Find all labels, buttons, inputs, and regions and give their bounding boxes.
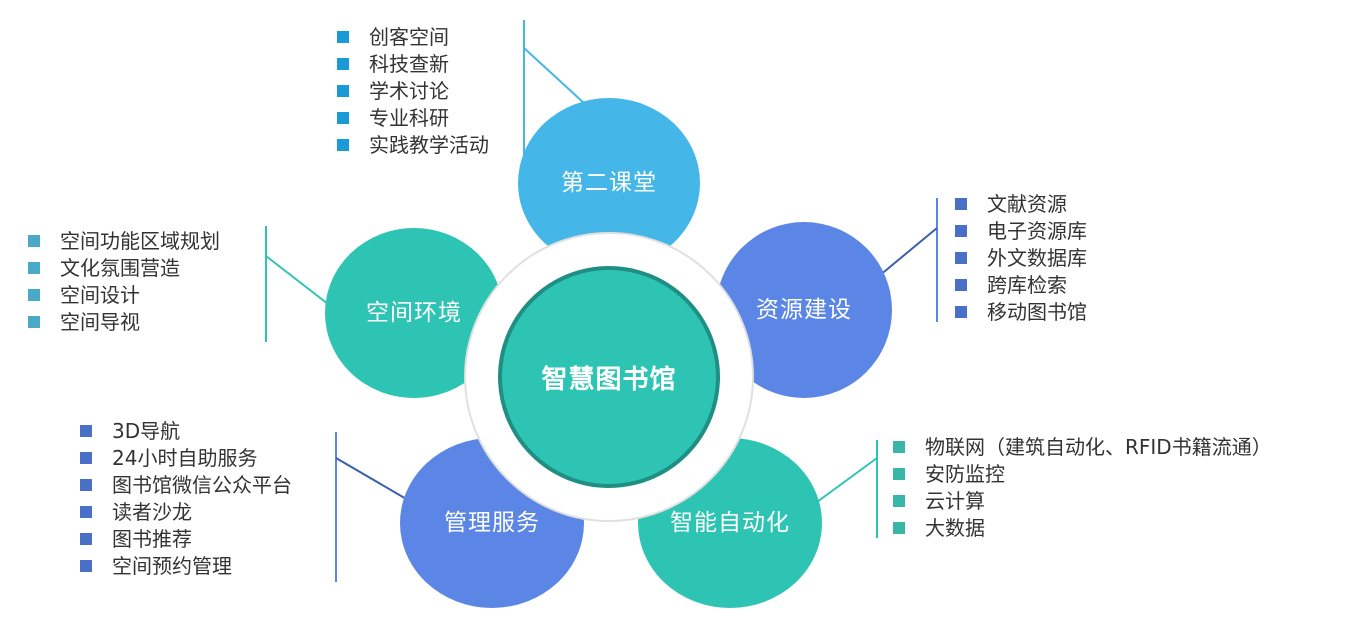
square-bullet-icon <box>337 139 349 151</box>
square-bullet-icon <box>955 198 967 210</box>
square-bullet-icon <box>893 495 905 507</box>
node-management-service-label: 管理服务 <box>444 510 540 536</box>
list-item: 电子资源库 <box>955 218 1087 245</box>
list-item: 跨库检索 <box>955 272 1087 299</box>
list-item: 图书馆微信公众平台 <box>80 472 292 499</box>
square-bullet-icon <box>28 235 40 247</box>
list-second-classroom: 创客空间 科技查新 学术讨论 专业科研 实践教学活动 <box>337 24 489 159</box>
list-item: 安防监控 <box>893 461 1272 488</box>
square-bullet-icon <box>893 441 905 453</box>
center-hub: 智慧图书馆 <box>498 266 720 488</box>
square-bullet-icon <box>80 560 92 572</box>
square-bullet-icon <box>28 289 40 301</box>
list-management-service: 3D导航 24小时自助服务 图书馆微信公众平台 读者沙龙 图书推荐 空间预约管理 <box>80 418 292 580</box>
list-item: 科技查新 <box>337 51 489 78</box>
connector-smart-automation <box>816 457 878 503</box>
node-smart-automation-label: 智能自动化 <box>670 510 790 536</box>
square-bullet-icon <box>955 225 967 237</box>
connector-management-service <box>335 457 409 501</box>
square-bullet-icon <box>337 58 349 70</box>
list-item: 空间设计 <box>28 282 220 309</box>
list-item: 学术讨论 <box>337 78 489 105</box>
square-bullet-icon <box>955 306 967 318</box>
connector-space-environment <box>265 255 329 305</box>
list-item: 创客空间 <box>337 24 489 51</box>
list-item: 实践教学活动 <box>337 132 489 159</box>
node-second-classroom-label: 第二课堂 <box>561 170 657 196</box>
list-item: 读者沙龙 <box>80 499 292 526</box>
square-bullet-icon <box>893 522 905 534</box>
square-bullet-icon <box>337 31 349 43</box>
node-resource-building-label: 资源建设 <box>756 297 852 323</box>
list-item: 文化氛围营造 <box>28 255 220 282</box>
list-item: 3D导航 <box>80 418 292 445</box>
square-bullet-icon <box>337 85 349 97</box>
square-bullet-icon <box>28 262 40 274</box>
list-item: 专业科研 <box>337 105 489 132</box>
list-item: 外文数据库 <box>955 245 1087 272</box>
square-bullet-icon <box>28 316 40 328</box>
list-smart-automation: 物联网（建筑自动化、RFID书籍流通） 安防监控 云计算 大数据 <box>893 434 1272 542</box>
list-item: 大数据 <box>893 515 1272 542</box>
square-bullet-icon <box>80 506 92 518</box>
list-item: 空间预约管理 <box>80 553 292 580</box>
square-bullet-icon <box>80 452 92 464</box>
connector-resource-building <box>878 227 938 277</box>
list-item: 空间导视 <box>28 309 220 336</box>
square-bullet-icon <box>893 468 905 480</box>
list-item: 24小时自助服务 <box>80 445 292 472</box>
list-resource-building: 文献资源 电子资源库 外文数据库 跨库检索 移动图书馆 <box>955 191 1087 326</box>
list-item: 空间功能区域规划 <box>28 228 220 255</box>
square-bullet-icon <box>80 425 92 437</box>
square-bullet-icon <box>955 252 967 264</box>
square-bullet-icon <box>337 112 349 124</box>
connector-second-classroom <box>523 47 586 105</box>
node-smart-automation: 智能自动化 <box>638 438 822 608</box>
list-space-environment: 空间功能区域规划 文化氛围营造 空间设计 空间导视 <box>28 228 220 336</box>
square-bullet-icon <box>955 279 967 291</box>
center-label: 智慧图书馆 <box>541 364 677 395</box>
list-item: 物联网（建筑自动化、RFID书籍流通） <box>893 434 1272 461</box>
list-item: 图书推荐 <box>80 526 292 553</box>
square-bullet-icon <box>80 479 92 491</box>
list-item: 文献资源 <box>955 191 1087 218</box>
list-item: 云计算 <box>893 488 1272 515</box>
list-item: 移动图书馆 <box>955 299 1087 326</box>
square-bullet-icon <box>80 533 92 545</box>
node-space-environment-label: 空间环境 <box>366 300 462 326</box>
